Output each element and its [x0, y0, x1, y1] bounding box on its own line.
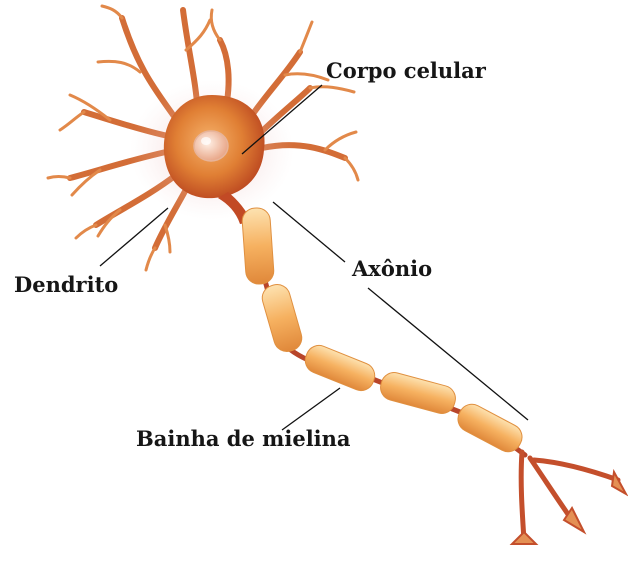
- myelin-segment: [259, 281, 305, 354]
- myelin-segment: [301, 342, 378, 395]
- myelin-segment: [378, 370, 459, 417]
- leader-line-axon-upper: [273, 202, 345, 262]
- label-dendrite: Dendrito: [14, 272, 118, 297]
- myelin-segment: [453, 400, 526, 457]
- cell-body: [130, 80, 294, 224]
- nucleus: [194, 131, 228, 161]
- label-axon: Axônio: [351, 256, 432, 281]
- label-myelin-sheath: Bainha de mielina: [136, 426, 351, 451]
- axon-terminals: [521, 452, 618, 540]
- myelin-sheath: [241, 207, 526, 456]
- leader-line-myelin: [282, 388, 340, 430]
- synaptic-knobs: [512, 472, 626, 544]
- label-cell-body: Corpo celular: [326, 58, 487, 83]
- myelin-segment: [241, 207, 274, 285]
